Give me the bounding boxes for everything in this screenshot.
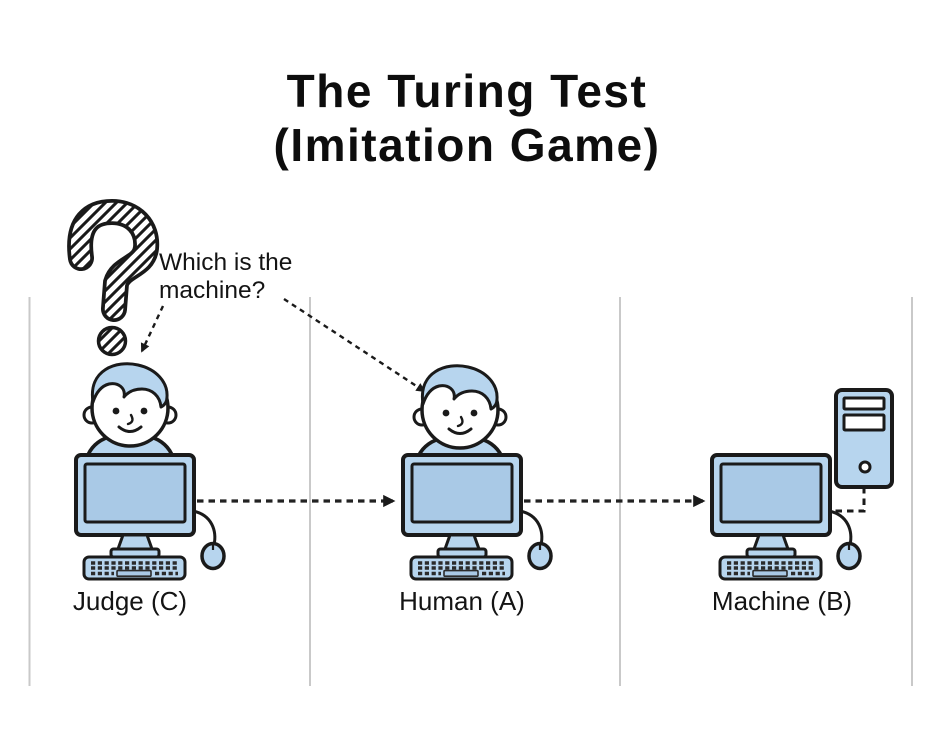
booth-dividers [28, 297, 913, 686]
judge-station [74, 362, 226, 581]
tower-to-monitor-cable [831, 487, 866, 513]
computer-tower-icon [834, 388, 894, 489]
title-line-2: (Imitation Game) [273, 119, 661, 171]
title-line-1: The Turing Test [286, 65, 648, 117]
question-mark-icon [67, 198, 160, 357]
question-to-human-arrow [283, 297, 426, 393]
human-computer-icon [401, 453, 553, 581]
page-title: The Turing Test (Imitation Game) [0, 64, 934, 172]
judge-computer-icon [74, 453, 226, 581]
judge-label: Judge (C) [72, 586, 188, 616]
question-text-line-1: Which is the [159, 249, 293, 276]
question-annotation: Which is the machine? [159, 249, 292, 304]
human-label: Human (A) [399, 586, 525, 616]
question-text-line-2: machine? [159, 276, 266, 304]
machine-station [710, 388, 894, 581]
human-station [401, 364, 553, 581]
machine-label: Machine (B) [711, 586, 853, 616]
question-to-judge-arrow [140, 305, 165, 353]
